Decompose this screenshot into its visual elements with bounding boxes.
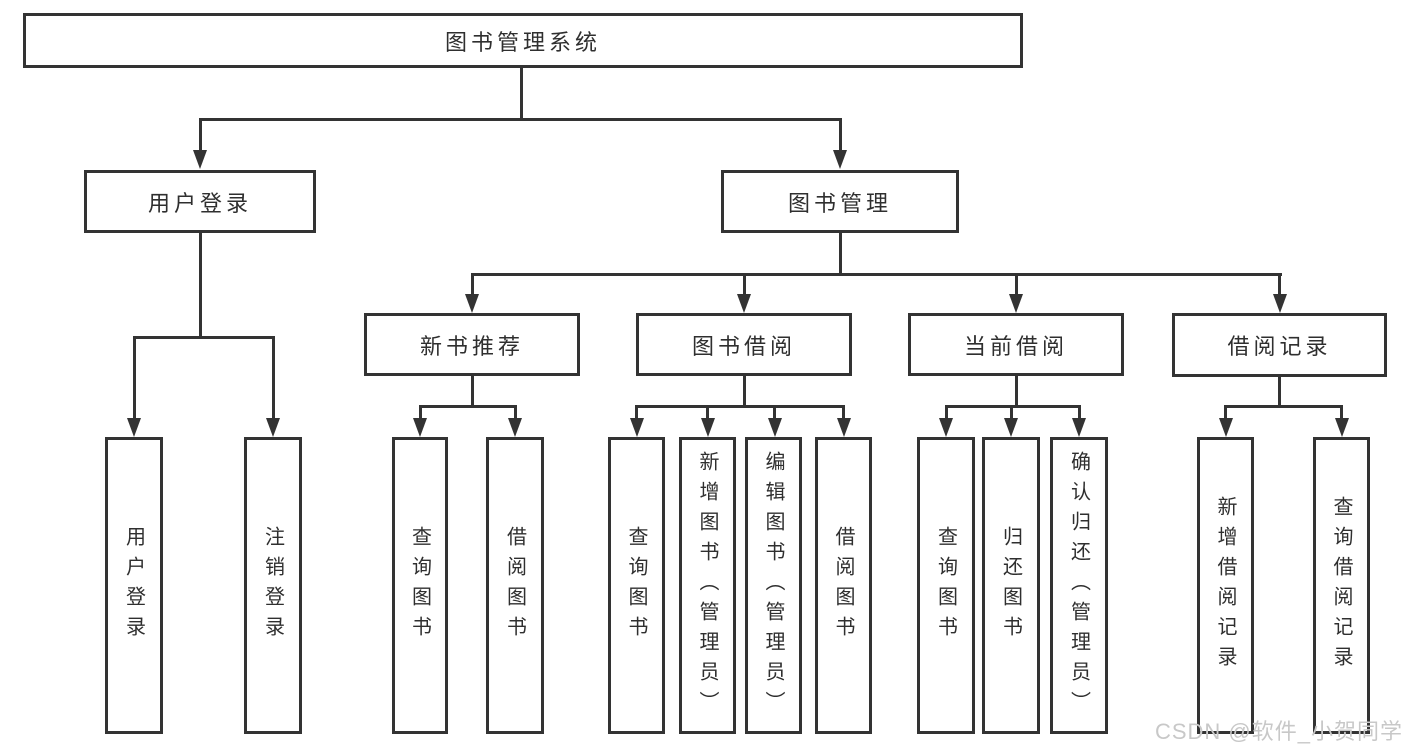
node-book-management: 图书管理: [721, 170, 959, 233]
arrowhead-down-icon: [1272, 294, 1287, 313]
node-library-management-system: 图书管理系统: [23, 13, 1023, 68]
connector-line: [418, 405, 517, 408]
connector-line: [470, 376, 474, 405]
leaf-add-books-admin: 新增图书（管理员）: [679, 437, 736, 734]
connector-line: [635, 405, 845, 408]
leaf-edit-books-admin: 编辑图书（管理员）: [745, 437, 802, 734]
node-new-book-recommend: 新书推荐: [364, 313, 580, 376]
connector-line: [1278, 377, 1281, 405]
arrowhead-down-icon: [1334, 418, 1349, 437]
connector-line: [132, 336, 275, 339]
arrowhead-down-icon: [737, 294, 751, 313]
arrowhead-down-icon: [629, 418, 644, 437]
connector-line: [1224, 405, 1343, 408]
arrowhead-down-icon: [127, 418, 141, 437]
connector-line: [418, 405, 422, 419]
connector-line: [838, 233, 842, 273]
connector-line: [838, 118, 842, 151]
connector-line: [198, 118, 842, 121]
leaf-user-login: 用户登录: [105, 437, 163, 734]
node-book-borrow: 图书借阅: [636, 313, 852, 376]
arrowhead-down-icon: [266, 418, 280, 437]
arrowhead-down-icon: [767, 418, 782, 437]
connector-line: [1340, 405, 1343, 419]
watermark: CSDN @软件_小贺同学: [1154, 719, 1403, 744]
arrowhead-down-icon: [508, 418, 522, 437]
connector-line: [944, 405, 948, 419]
connector-line: [513, 405, 517, 419]
connector-line: [1278, 273, 1281, 296]
leaf-return-books: 归还图书: [982, 437, 1040, 734]
arrowhead-down-icon: [1004, 418, 1018, 437]
connector-line: [742, 376, 746, 405]
connector-line: [842, 405, 845, 419]
arrowhead-down-icon: [836, 418, 851, 437]
leaf-query-books-newbook: 查询图书: [392, 437, 448, 734]
connector-line: [470, 273, 474, 296]
arrowhead-down-icon: [193, 150, 207, 169]
connector-line: [470, 273, 1282, 276]
leaf-confirm-return-admin: 确认归还（管理员）: [1050, 437, 1108, 734]
leaf-query-borrow-record: 查询借阅记录: [1313, 437, 1370, 734]
leaf-query-books-current: 查询图书: [917, 437, 975, 734]
connector-line: [198, 233, 202, 336]
arrowhead-down-icon: [939, 418, 953, 437]
leaf-query-books-borrow: 查询图书: [608, 437, 665, 734]
connector-line: [132, 336, 136, 419]
arrowhead-down-icon: [1218, 418, 1233, 437]
arrowhead-down-icon: [1009, 294, 1023, 313]
leaf-borrow-books-newbook: 借阅图书: [486, 437, 544, 734]
arrowhead-down-icon: [833, 150, 847, 169]
connector-line: [1077, 405, 1081, 419]
connector-line: [944, 405, 1081, 408]
node-current-borrow: 当前借阅: [908, 313, 1124, 376]
node-borrow-records: 借阅记录: [1172, 313, 1387, 377]
connector-line: [1014, 376, 1018, 405]
connector-line: [198, 118, 202, 151]
connector-line: [742, 273, 746, 296]
leaf-add-borrow-record: 新增借阅记录: [1197, 437, 1254, 734]
connector-line: [519, 67, 523, 118]
leaf-logout: 注销登录: [244, 437, 302, 734]
connector-line: [1014, 273, 1018, 296]
connector-line: [271, 336, 275, 419]
connector-line: [706, 405, 709, 419]
node-user-login: 用户登录: [84, 170, 316, 233]
connector-line: [773, 405, 776, 419]
arrowhead-down-icon: [413, 418, 427, 437]
connector-line: [1224, 405, 1227, 419]
arrowhead-down-icon: [465, 294, 479, 313]
arrowhead-down-icon: [700, 418, 715, 437]
arrowhead-down-icon: [1072, 418, 1086, 437]
leaf-borrow-books: 借阅图书: [815, 437, 872, 734]
connector-line: [635, 405, 638, 419]
connector-line: [1009, 405, 1013, 419]
